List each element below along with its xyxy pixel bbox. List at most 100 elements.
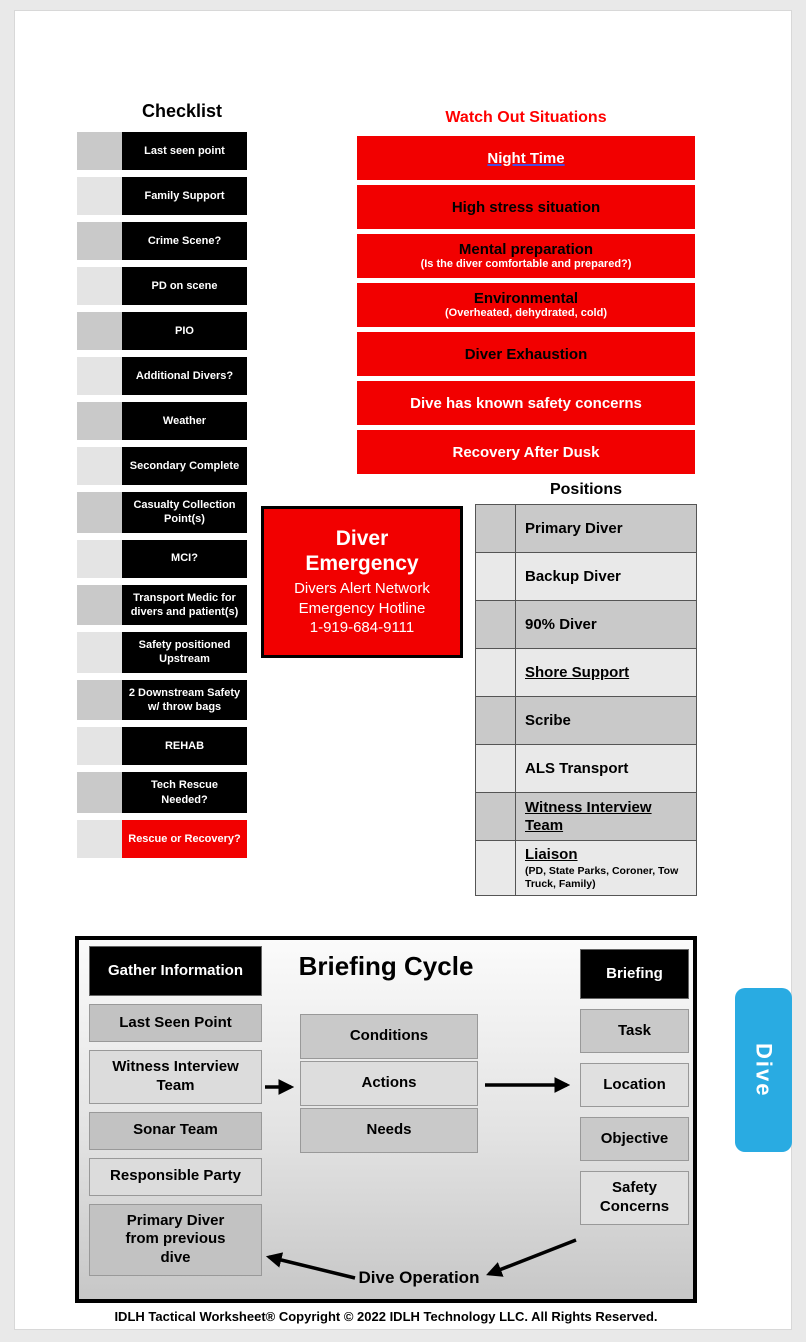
watchout-label: Diver Exhaustion — [464, 345, 588, 363]
position-label-witness-interview-team[interactable]: Witness Interview Team — [525, 798, 652, 834]
position-row: Liaison (PD, State Parks, Coroner, Tow T… — [476, 840, 696, 896]
position-row: ALS Transport — [476, 744, 696, 792]
checklist-row: Casualty Collection Point(s) — [77, 492, 247, 533]
briefing-item: Objective — [580, 1117, 689, 1161]
checkbox[interactable] — [476, 841, 516, 896]
checklist-row: Additional Divers? — [77, 357, 247, 395]
watchout-item-mental-preparation: Mental preparation (Is the diver comfort… — [357, 234, 695, 278]
checklist-title: Checklist — [141, 101, 223, 121]
checkbox[interactable] — [476, 505, 516, 552]
worksheet-page: Checklist Last seen point Family Support… — [14, 10, 792, 1330]
checkbox[interactable] — [77, 447, 122, 485]
position-cell: ALS Transport — [516, 745, 696, 792]
watchout-label: Recovery After Dusk — [452, 443, 600, 461]
checkbox[interactable] — [476, 745, 516, 792]
checkbox[interactable] — [77, 679, 122, 721]
checkbox[interactable] — [476, 553, 516, 600]
dive-operation-label: Dive Operation — [358, 1268, 480, 1287]
checklist-row: REHAB — [77, 727, 247, 766]
checklist-item-label: Rescue or Recovery? — [122, 819, 247, 858]
checklist-item-label: Transport Medic for divers and patient(s… — [122, 584, 247, 626]
checklist-row: MCI? — [77, 539, 247, 578]
checkbox[interactable] — [77, 539, 122, 578]
position-row: Primary Diver — [476, 505, 696, 552]
checkbox[interactable] — [77, 267, 122, 305]
checkbox[interactable] — [77, 357, 122, 395]
checklist-row: Safety positioned Upstream — [77, 632, 247, 673]
position-label-shore-support[interactable]: Shore Support — [525, 663, 630, 681]
checkbox[interactable] — [77, 312, 122, 350]
checklist-item-label: Family Support — [122, 177, 247, 215]
checklist-row: Crime Scene? — [77, 222, 247, 260]
positions-section: Positions Primary Diver Backup Diver — [475, 481, 697, 897]
watchout-label: Dive has known safety concerns — [410, 394, 642, 412]
briefing-item: Safety Concerns — [580, 1171, 689, 1225]
position-label: Scribe — [525, 711, 571, 729]
checkbox[interactable] — [476, 793, 516, 840]
briefing-items: Task Location Objective Safety Concerns — [580, 1009, 689, 1225]
checklist-item-label: MCI? — [122, 539, 247, 578]
watchout-sublabel: (Is the diver comfortable and prepared?) — [420, 257, 632, 270]
checkbox[interactable] — [77, 492, 122, 533]
checkbox[interactable] — [77, 402, 122, 440]
checkbox[interactable] — [476, 601, 516, 648]
checklist-row: Last seen point — [77, 132, 247, 170]
checklist-item-label: PD on scene — [122, 267, 247, 305]
position-row: Backup Diver — [476, 552, 696, 600]
watchout-item-night-time[interactable]: Night Time — [357, 136, 695, 180]
checkbox[interactable] — [77, 584, 122, 626]
checklist-rows: Last seen point Family Support Crime Sce… — [77, 132, 247, 858]
briefing-item: Task — [580, 1009, 689, 1053]
watchout-item-known-safety-concerns: Dive has known safety concerns — [357, 381, 695, 425]
position-label: Primary Diver — [525, 519, 623, 537]
position-row: Scribe — [476, 696, 696, 744]
checklist-row: Tech Rescue Needed? — [77, 772, 247, 813]
gather-information-header: Gather Information — [89, 946, 262, 996]
briefing-column: Briefing Task Location Objective Safety … — [580, 949, 689, 1225]
watchout-label: High stress situation — [451, 198, 601, 216]
position-label: 90% Diver — [525, 615, 597, 633]
watchout-label: Night Time — [487, 149, 565, 167]
checkbox[interactable] — [476, 649, 516, 696]
checklist-item-label: PIO — [122, 312, 247, 350]
position-label: ALS Transport — [525, 759, 629, 777]
briefing-cycle-title: Briefing Cycle — [298, 951, 474, 981]
checklist-item-label: Last seen point — [122, 132, 247, 170]
dive-tab[interactable]: Dive — [735, 988, 792, 1152]
checklist-row: Secondary Complete — [77, 447, 247, 485]
position-cell: Liaison (PD, State Parks, Coroner, Tow T… — [516, 841, 696, 895]
checklist-item-label: Tech Rescue Needed? — [122, 772, 247, 813]
gather-items: Last Seen Point Witness Interview Team S… — [89, 1004, 262, 1276]
checkbox[interactable] — [77, 819, 122, 858]
briefing-cycle-diagram: Briefing Cycle Gather Information Last S… — [75, 936, 697, 1303]
position-cell: Scribe — [516, 697, 696, 744]
checklist-section: Checklist Last seen point Family Support… — [77, 101, 247, 858]
checkbox[interactable] — [77, 222, 122, 260]
checklist-row: PD on scene — [77, 267, 247, 305]
checkbox[interactable] — [476, 697, 516, 744]
gather-item: Witness Interview Team — [89, 1050, 262, 1104]
gather-item: Responsible Party — [89, 1157, 262, 1196]
dive-tab-label: Dive — [751, 1042, 777, 1098]
checklist-item-label: REHAB — [122, 727, 247, 766]
gather-item: Last Seen Point — [89, 1004, 262, 1042]
position-row: 90% Diver — [476, 600, 696, 648]
checkbox[interactable] — [77, 132, 122, 170]
checklist-row-rescue-or-recovery: Rescue or Recovery? — [77, 819, 247, 858]
watchout-item-recovery-after-dusk: Recovery After Dusk — [357, 430, 695, 474]
checkbox[interactable] — [77, 177, 122, 215]
position-label-liaison[interactable]: Liaison — [525, 846, 578, 863]
checkbox[interactable] — [77, 772, 122, 813]
checkbox[interactable] — [77, 632, 122, 673]
checklist-row: Transport Medic for divers and patient(s… — [77, 584, 247, 626]
diver-emergency-phone: 1-919-684-9111 — [309, 619, 415, 637]
checklist-row: Family Support — [77, 177, 247, 215]
cycle-item: Needs — [300, 1108, 478, 1153]
checkbox[interactable] — [77, 727, 122, 766]
positions-title: Positions — [549, 481, 622, 498]
cycle-column: Conditions Actions Needs — [300, 1014, 478, 1153]
position-cell: Witness Interview Team — [516, 793, 696, 840]
checklist-item-label: Additional Divers? — [122, 357, 247, 395]
position-sublabel: (PD, State Parks, Coroner, Tow Truck, Fa… — [525, 865, 679, 890]
positions-table: Primary Diver Backup Diver 90% Diver — [475, 504, 697, 897]
